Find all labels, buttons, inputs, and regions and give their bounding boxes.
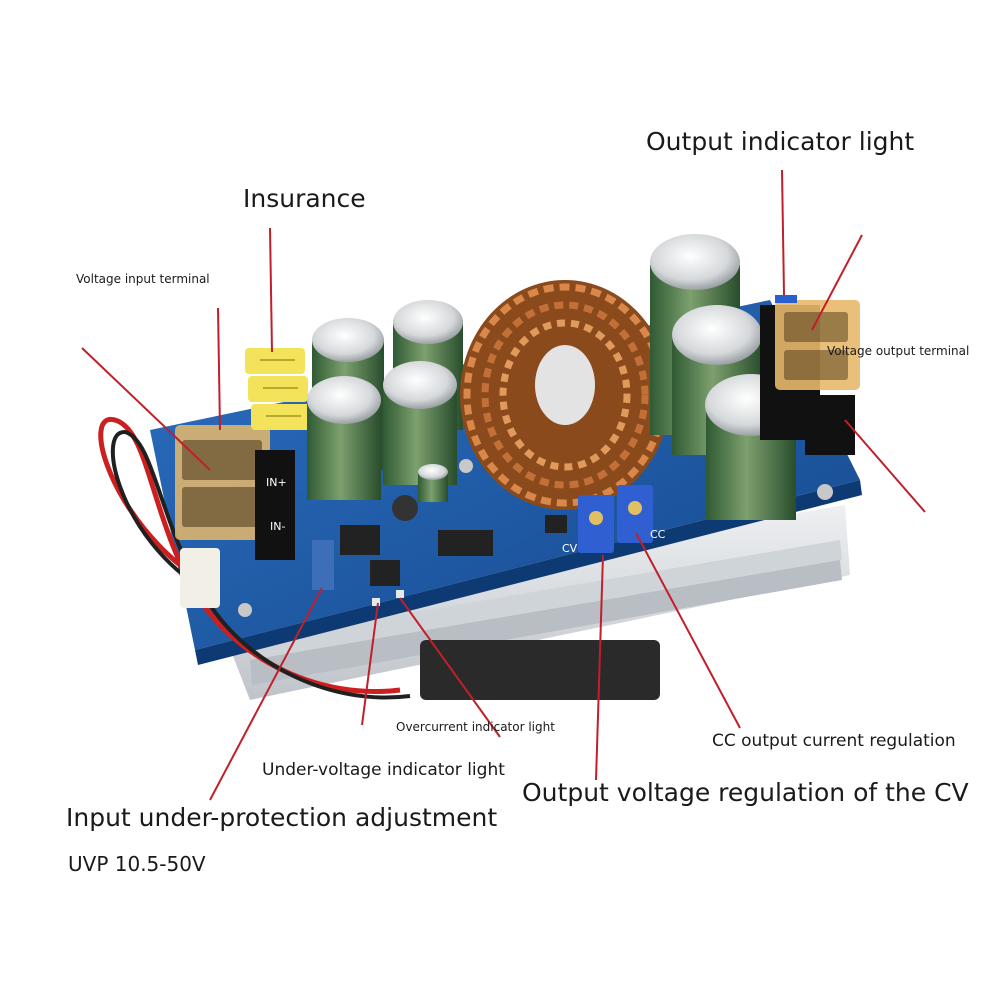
fuses [245, 348, 311, 430]
label-voltage-output: Voltage output terminal [827, 344, 970, 358]
in-minus-mark: IN- [270, 520, 285, 533]
capacitors-left [307, 300, 463, 502]
cc-mark: CC [650, 528, 666, 541]
label-output-indicator: Output indicator light [646, 127, 915, 156]
callout-output-indicator [781, 169, 785, 296]
label-undervoltage: Under-voltage indicator light [262, 760, 505, 780]
cv-mark: CV [562, 542, 578, 555]
callout-cv [595, 554, 604, 781]
capacitors-right [650, 234, 797, 520]
label-voltage-input: Voltage input terminal [76, 272, 210, 286]
potentiometers [578, 485, 653, 553]
callout-undervoltage [399, 597, 501, 738]
label-overcurrent: Overcurrent indicator light [396, 720, 555, 734]
callout-voltage-input-2 [81, 347, 211, 471]
callout-voltage-output [811, 234, 863, 331]
undervoltage-led [396, 590, 404, 598]
input-wire [98, 416, 411, 700]
overcurrent-led [372, 598, 380, 606]
output-led [775, 295, 797, 303]
output-terminal [760, 295, 860, 455]
small-components [238, 459, 833, 617]
callout-lines [81, 169, 926, 801]
label-insurance: Insurance [243, 184, 366, 213]
callout-insurance [269, 227, 273, 353]
wire-connector [180, 548, 220, 608]
callout-cc [635, 532, 741, 729]
label-input-protection: Input under-protection adjustment [66, 803, 498, 832]
callout-uvp [209, 587, 323, 801]
cooling-fan [420, 640, 660, 700]
heatsink [215, 505, 850, 700]
callout-voltage-output-2 [844, 419, 926, 513]
label-cv-regulation: Output voltage regulation of the CV [522, 778, 969, 807]
input-terminal [175, 425, 295, 560]
toroid-inductor [460, 280, 670, 510]
label-uvp: UVP 10.5-50V [68, 852, 206, 876]
in-plus-mark: IN+ [266, 476, 287, 489]
callout-overcurrent [361, 602, 379, 726]
label-cc-regulation: CC output current regulation [712, 731, 956, 751]
callout-voltage-input [217, 307, 221, 431]
